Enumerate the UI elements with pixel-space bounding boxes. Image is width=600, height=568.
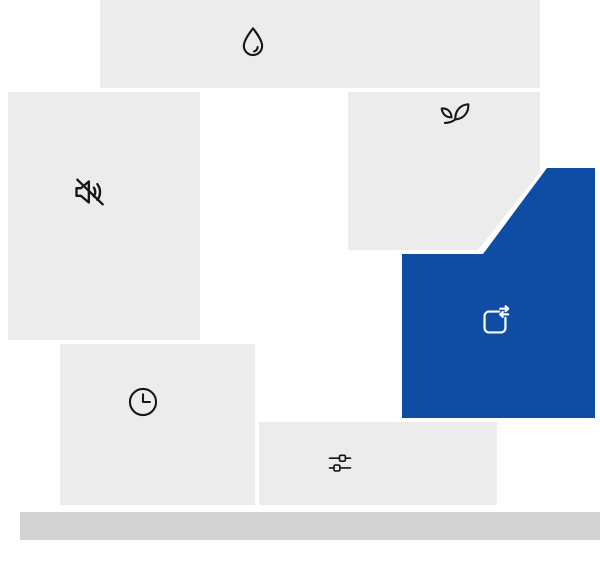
bottom-partial-tile bbox=[20, 512, 600, 540]
tile-settings[interactable] bbox=[259, 422, 497, 505]
water-drop-icon bbox=[235, 24, 271, 60]
speaker-muted-icon bbox=[70, 172, 110, 212]
tile-water[interactable] bbox=[100, 0, 540, 88]
tile-time[interactable] bbox=[60, 344, 255, 505]
sliders-icon bbox=[325, 448, 355, 478]
clock-icon bbox=[125, 384, 161, 420]
faucet-swap-icon bbox=[476, 303, 514, 341]
eco-leaves-icon bbox=[436, 96, 474, 134]
tile-sound-off[interactable] bbox=[8, 92, 200, 340]
